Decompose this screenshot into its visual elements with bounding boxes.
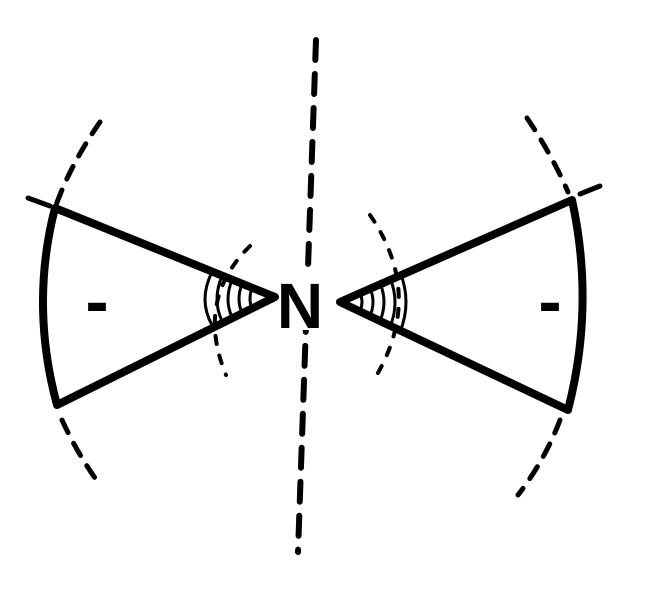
left-lobe-sector: [38, 204, 279, 409]
left-corner-tick: [25, 195, 53, 209]
left-outer-dashed-arc-top: [52, 119, 103, 211]
right-lobe-sector: [336, 196, 587, 414]
right-lobe-sign: -: [538, 262, 561, 340]
right-inner-dashed-arc: [368, 213, 401, 380]
right-outer-dashed-arc-bottom: [515, 417, 563, 498]
center-label-background: [280, 272, 320, 330]
left-outer-dashed-arc-bottom: [59, 417, 103, 488]
left-angle-hatching: [203, 271, 254, 326]
center-atom-label: N: [277, 270, 323, 342]
left-lobe-sign: -: [85, 262, 108, 340]
right-outer-dashed-arc-top: [524, 115, 571, 195]
right-corner-tick: [577, 183, 603, 197]
right-angle-hatching: [358, 271, 408, 333]
